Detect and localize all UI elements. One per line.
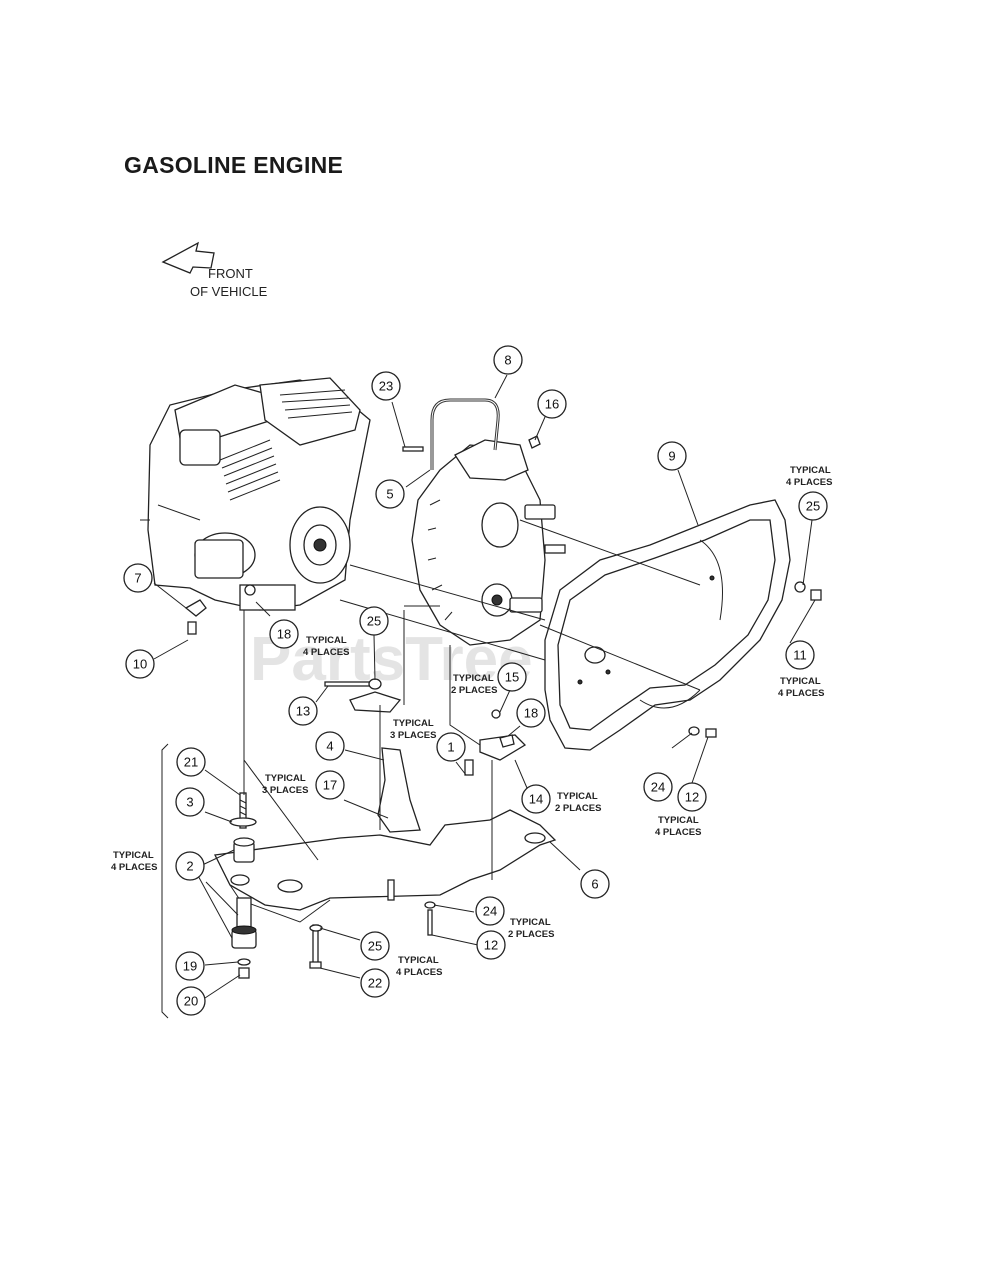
svg-text:1: 1 — [447, 740, 454, 755]
callout-2[interactable]: 2 — [175, 851, 205, 881]
callout-25[interactable]: 25 — [798, 491, 828, 521]
note-places: 4 PLACES — [396, 967, 442, 978]
callout-12[interactable]: 12 — [677, 782, 707, 812]
note-places: 4 PLACES — [111, 862, 157, 873]
svg-text:12: 12 — [484, 938, 498, 953]
callout-19[interactable]: 19 — [175, 951, 205, 981]
callout-11[interactable]: 11 — [785, 640, 815, 670]
callout-17[interactable]: 17 — [315, 770, 345, 800]
note-places: 2 PLACES — [451, 685, 497, 696]
svg-text:24: 24 — [483, 904, 497, 919]
svg-text:18: 18 — [524, 706, 538, 721]
callout-18[interactable]: 18 — [516, 698, 546, 728]
svg-text:18: 18 — [277, 627, 291, 642]
note-typical: TYPICAL — [306, 635, 347, 646]
callouts: 23 8 16 5 9 25 7 18 25 10 11 15 13 18 4 … — [123, 345, 828, 1016]
svg-text:6: 6 — [591, 877, 598, 892]
svg-text:12: 12 — [685, 790, 699, 805]
note-places: 4 PLACES — [655, 827, 701, 838]
svg-text:9: 9 — [668, 449, 675, 464]
isolator-stack — [229, 792, 257, 979]
svg-text:21: 21 — [184, 755, 198, 770]
svg-text:25: 25 — [368, 939, 382, 954]
mounting-plate — [214, 809, 557, 923]
svg-text:19: 19 — [183, 959, 197, 974]
svg-text:8: 8 — [504, 353, 511, 368]
note-typical: TYPICAL — [393, 718, 434, 729]
note-typical: TYPICAL — [557, 791, 598, 802]
callout-20[interactable]: 20 — [176, 986, 206, 1016]
svg-text:13: 13 — [296, 704, 310, 719]
svg-text:2: 2 — [186, 859, 193, 874]
note-places: 3 PLACES — [390, 730, 436, 741]
svg-text:25: 25 — [806, 499, 820, 514]
callout-18[interactable]: 18 — [269, 619, 299, 649]
note-typical: TYPICAL — [453, 673, 494, 684]
note-places: 4 PLACES — [778, 688, 824, 699]
callout-15[interactable]: 15 — [497, 662, 527, 692]
page-title: GASOLINE ENGINE — [124, 152, 344, 178]
engine-assembly — [140, 377, 371, 611]
note-places: 4 PLACES — [303, 647, 349, 658]
svg-text:11: 11 — [793, 648, 807, 663]
belt-cover — [544, 499, 791, 751]
note-typical: TYPICAL — [510, 917, 551, 928]
leader-lines — [153, 374, 816, 999]
callout-3[interactable]: 3 — [175, 787, 205, 817]
callout-7[interactable]: 7 — [123, 563, 153, 593]
note-places: 3 PLACES — [262, 785, 308, 796]
transmission-assembly — [411, 439, 566, 646]
svg-text:16: 16 — [545, 397, 559, 412]
svg-text:15: 15 — [505, 670, 519, 685]
svg-text:17: 17 — [323, 778, 337, 793]
front-label-line1: FRONT — [208, 266, 253, 281]
callout-25[interactable]: 25 — [360, 931, 390, 961]
note-typical: TYPICAL — [265, 773, 306, 784]
group-brace — [161, 743, 169, 1019]
svg-text:14: 14 — [529, 792, 543, 807]
callout-5[interactable]: 5 — [375, 479, 405, 509]
callout-22[interactable]: 22 — [360, 968, 390, 998]
callout-9[interactable]: 9 — [657, 441, 687, 471]
callout-24[interactable]: 24 — [643, 772, 673, 802]
callout-4[interactable]: 4 — [315, 731, 345, 761]
note-places: 2 PLACES — [508, 929, 554, 940]
callout-10[interactable]: 10 — [125, 649, 155, 679]
note-places: 2 PLACES — [555, 803, 601, 814]
callout-23[interactable]: 23 — [371, 371, 401, 401]
callout-14[interactable]: 14 — [521, 784, 551, 814]
front-arrow-icon — [161, 241, 215, 274]
note-typical: TYPICAL — [398, 955, 439, 966]
svg-text:20: 20 — [184, 994, 198, 1009]
svg-text:22: 22 — [368, 976, 382, 991]
note-typical: TYPICAL — [658, 815, 699, 826]
note-typical: TYPICAL — [780, 676, 821, 687]
note-typical: TYPICAL — [790, 465, 831, 476]
svg-text:10: 10 — [133, 657, 147, 672]
callout-6[interactable]: 6 — [580, 869, 610, 899]
front-label-line2: OF VEHICLE — [190, 284, 268, 299]
svg-text:5: 5 — [386, 487, 393, 502]
callout-25[interactable]: 25 — [359, 606, 389, 636]
callout-1[interactable]: 1 — [436, 732, 466, 762]
svg-text:24: 24 — [651, 780, 665, 795]
svg-text:4: 4 — [326, 739, 333, 754]
callout-21[interactable]: 21 — [176, 747, 206, 777]
callout-16[interactable]: 16 — [537, 389, 567, 419]
callout-8[interactable]: 8 — [493, 345, 523, 375]
callout-13[interactable]: 13 — [288, 696, 318, 726]
svg-text:7: 7 — [134, 571, 141, 586]
note-typical: TYPICAL — [113, 850, 154, 861]
bracket-part — [377, 747, 421, 833]
typical-notes: TYPICAL 4 PLACES TYPICAL 4 PLACES TYPICA… — [111, 465, 832, 978]
note-places: 4 PLACES — [786, 477, 832, 488]
svg-text:25: 25 — [367, 614, 381, 629]
svg-text:3: 3 — [186, 795, 193, 810]
callout-24[interactable]: 24 — [475, 896, 505, 926]
svg-text:23: 23 — [379, 379, 393, 394]
callout-12[interactable]: 12 — [476, 930, 506, 960]
